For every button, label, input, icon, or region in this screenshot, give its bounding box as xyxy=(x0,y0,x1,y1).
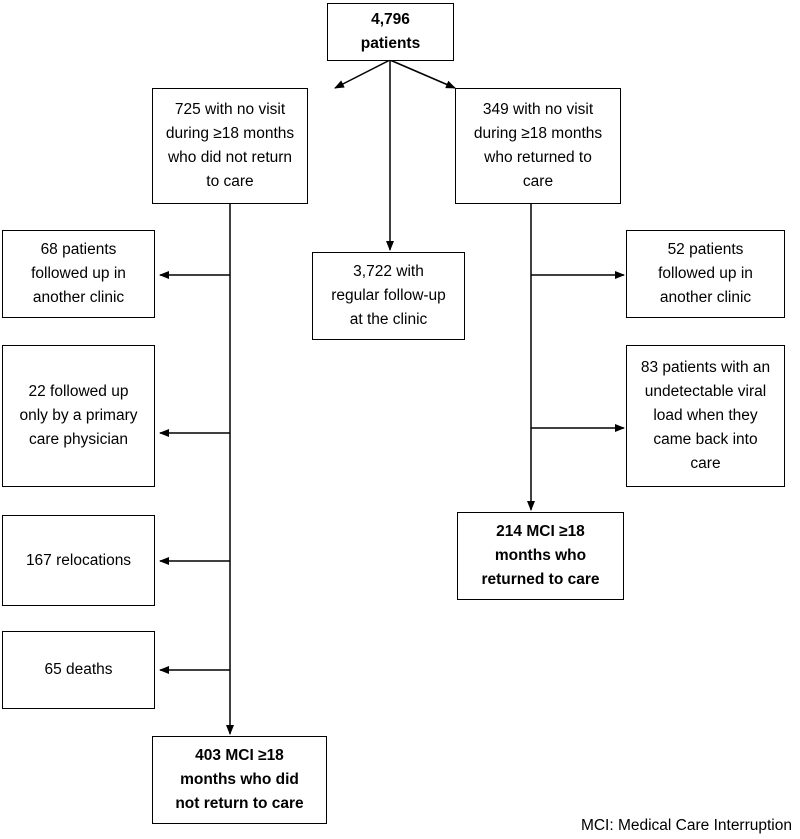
node-mci-returned: 214 MCI ≥18 months who returned to care xyxy=(457,512,624,600)
node-text-line: 167 relocations xyxy=(25,551,132,569)
node-text-line: to care xyxy=(206,173,254,190)
node-text: 4,796 patients xyxy=(361,8,420,56)
node-other-clinic-left: 68 patients followed up in another clinic xyxy=(2,230,155,318)
node-text-line: load when they xyxy=(653,407,758,424)
node-text-line: patients xyxy=(360,35,421,52)
node-text-line: 403 MCI ≥18 xyxy=(195,747,284,764)
node-text: 83 patients with an undetectable viral loa… xyxy=(641,356,770,476)
node-text-line: 22 followed up xyxy=(28,383,129,400)
node-text-line: 349 with no visit xyxy=(482,101,594,118)
edge-total-to-no-return xyxy=(334,59,391,89)
node-text-line: care physician xyxy=(28,431,129,448)
node-text-line: at the clinic xyxy=(349,311,428,328)
node-text: 167 relocations xyxy=(26,549,131,573)
node-other-clinic-right: 52 patients followed up in another clinic xyxy=(626,230,785,318)
node-text-line: another clinic xyxy=(659,289,752,306)
node-text: 68 patients followed up in another clinic xyxy=(31,238,126,310)
node-text: 65 deaths xyxy=(44,658,112,682)
node-text-line: during ≥18 months xyxy=(165,125,295,142)
node-text-line: 214 MCI ≥18 xyxy=(496,523,585,540)
node-text-line: followed up in xyxy=(658,265,753,282)
node-deaths: 65 deaths xyxy=(2,631,155,709)
node-text: 349 with no visit during ≥18 months who re… xyxy=(474,98,602,194)
node-primary-care: 22 followed up only by a primary care phys… xyxy=(2,345,155,487)
node-text-line: undetectable viral xyxy=(644,383,767,400)
node-text-line: 4,796 xyxy=(371,11,410,28)
node-text-line: who returned to xyxy=(484,149,592,166)
node-text-line: came back into xyxy=(653,431,758,448)
node-text-line: followed up in xyxy=(31,265,126,282)
node-regular: 3,722 with regular follow-up at the clinic xyxy=(312,252,465,340)
node-text-line: 3,722 with xyxy=(353,263,424,280)
node-no-return: 725 with no visit during ≥18 months who di… xyxy=(152,88,308,204)
node-relocations: 167 relocations xyxy=(2,515,155,606)
node-text-line: not return to care xyxy=(175,795,304,812)
node-text-line: who did not return xyxy=(167,149,293,166)
node-text: 214 MCI ≥18 months who returned to care xyxy=(481,520,599,592)
node-returned: 349 with no visit during ≥18 months who re… xyxy=(455,88,621,204)
node-text: 52 patients followed up in another clinic xyxy=(658,238,753,310)
node-text: 22 followed up only by a primary care phys… xyxy=(19,380,137,452)
node-text-line: 725 with no visit xyxy=(174,101,286,118)
node-text-line: during ≥18 months xyxy=(473,125,603,142)
node-text-line: 65 deaths xyxy=(44,661,113,678)
node-text-line: months who did xyxy=(180,771,299,788)
node-text-line: 52 patients xyxy=(667,241,744,258)
node-text: 3,722 with regular follow-up at the clinic xyxy=(331,260,446,332)
node-undetectable: 83 patients with an undetectable viral loa… xyxy=(626,345,785,487)
node-text-line: regular follow-up xyxy=(331,287,446,304)
node-text-line: only by a primary xyxy=(19,407,138,424)
node-text: 403 MCI ≥18 months who did not return to c… xyxy=(175,744,303,816)
node-text-line: months who xyxy=(494,547,587,564)
footnote: MCI: Medical Care Interruption xyxy=(580,817,792,834)
edge-total-to-returned xyxy=(389,59,456,89)
node-text-line: 68 patients xyxy=(40,241,117,258)
node-text-line: returned to care xyxy=(481,571,600,588)
node-mci-no-return: 403 MCI ≥18 months who did not return to c… xyxy=(152,736,327,824)
node-text-line: 83 patients with an xyxy=(640,359,771,376)
node-text-line: another clinic xyxy=(32,289,125,306)
node-total: 4,796 patients xyxy=(327,3,454,61)
node-text: 725 with no visit during ≥18 months who di… xyxy=(166,98,294,194)
node-text-line: care xyxy=(690,455,721,472)
node-text-line: care xyxy=(522,173,554,190)
